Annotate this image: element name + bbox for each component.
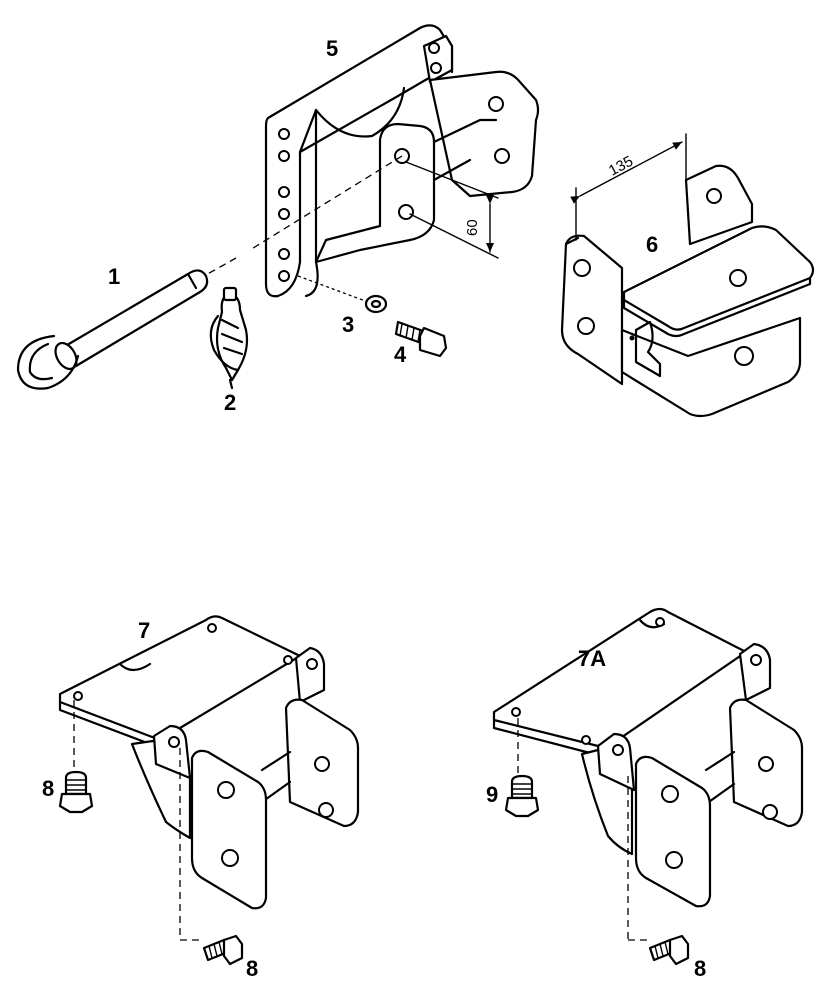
lynch-pin-part: 2 [209, 286, 249, 415]
bolt-9-part: 9 [486, 774, 540, 818]
bolt-8-left-top-part: 8 [42, 770, 94, 814]
callout-8-left-bottom: 8 [246, 956, 258, 981]
callout-7: 7 [138, 618, 150, 643]
dimension-60-label: 60 [464, 219, 481, 236]
hitch-block-part: 135 6 [560, 133, 815, 418]
bracket-7-part: 7 [58, 615, 360, 941]
callout-2: 2 [224, 390, 236, 415]
hitch-pin-part: 1 [16, 264, 209, 390]
callout-7a: 7A [578, 646, 606, 671]
dimension-135-label: 135 [606, 153, 636, 180]
callout-3: 3 [342, 312, 354, 337]
bolt-8-right-bottom-part: 8 [648, 934, 706, 981]
small-bolt-part: 4 [394, 320, 448, 367]
callout-8-right-bottom: 8 [694, 956, 706, 981]
bracket-7a-part: 7A [492, 607, 804, 941]
callout-8-left-top: 8 [42, 776, 54, 801]
callout-1: 1 [108, 264, 120, 289]
washer-part: 3 [342, 294, 388, 337]
bolt-8-left-bottom-part: 8 [202, 934, 258, 981]
callout-4: 4 [394, 342, 407, 367]
callout-6: 6 [646, 232, 658, 257]
callout-5: 5 [326, 36, 338, 61]
mounting-bracket-part: 60 5 [203, 24, 540, 303]
callout-9: 9 [486, 782, 498, 807]
